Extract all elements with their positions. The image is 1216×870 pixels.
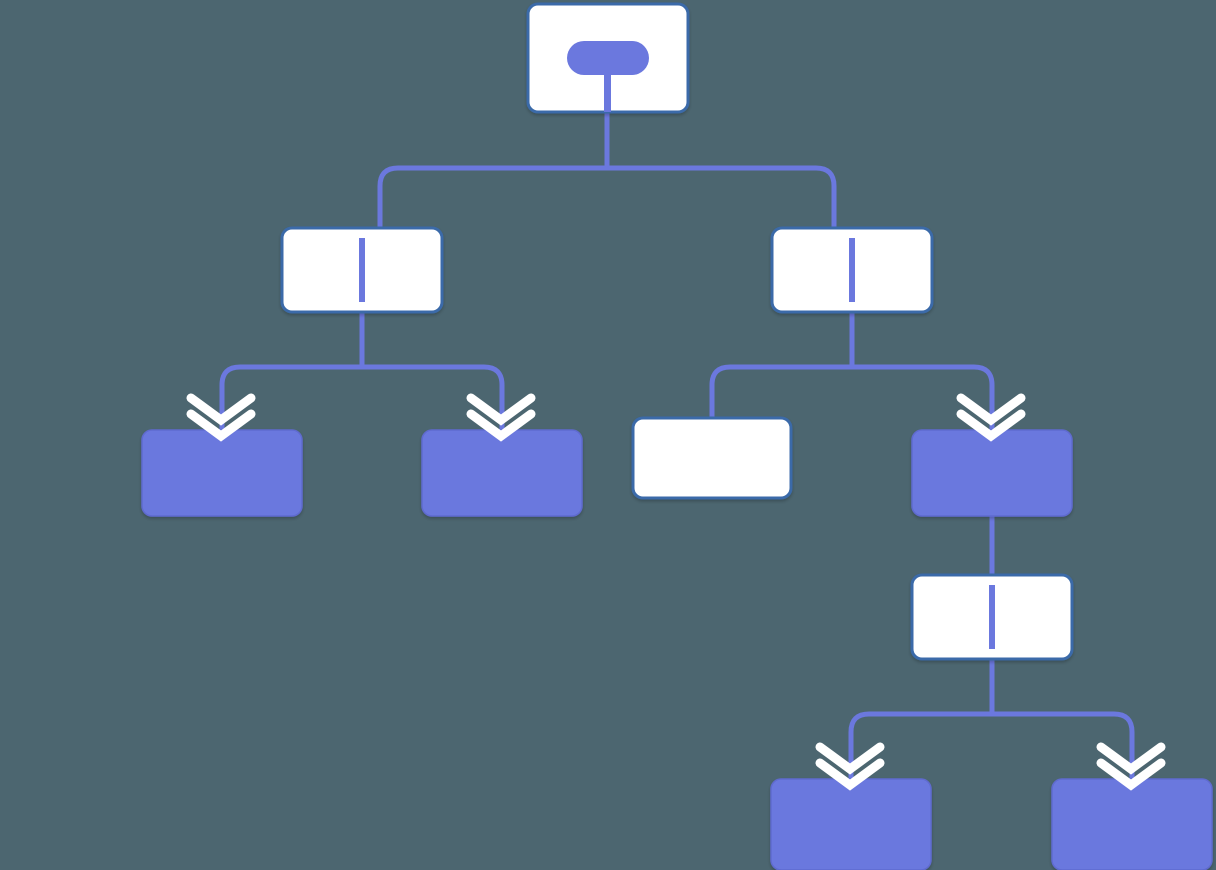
level1-left-node[interactable] — [280, 226, 444, 314]
double-chevron-down-icon — [1096, 742, 1166, 791]
chevron-lower-stroke — [186, 409, 256, 442]
root-pill-badge[interactable] — [567, 41, 649, 75]
chevron-upper-stroke — [815, 742, 885, 775]
level2-node-d[interactable] — [911, 429, 1073, 517]
root-node[interactable] — [526, 2, 690, 114]
level4-node-b[interactable] — [1051, 778, 1213, 870]
marker-layer — [186, 393, 1166, 791]
node-layer — [141, 2, 1213, 870]
level4-node-a-rect[interactable] — [770, 778, 932, 870]
double-chevron-down-icon — [956, 393, 1026, 442]
chevron-upper-stroke — [466, 393, 536, 426]
level2-node-c-rect[interactable] — [631, 416, 793, 500]
level1-right-node-passthrough-line — [849, 238, 855, 302]
chevron-lower-stroke — [1096, 758, 1166, 791]
level2-node-b[interactable] — [421, 429, 583, 517]
chevron-upper-stroke — [186, 393, 256, 426]
chevron-lower-stroke — [466, 409, 536, 442]
level1-left-node-passthrough-line — [359, 238, 365, 302]
connector-branch-level2-right — [709, 364, 995, 430]
connector-layer — [219, 112, 1135, 779]
level4-node-a[interactable] — [770, 778, 932, 870]
level2-node-c[interactable] — [631, 416, 793, 500]
level2-node-d-rect[interactable] — [911, 429, 1073, 517]
level3-node[interactable] — [910, 573, 1074, 661]
chevron-lower-stroke — [815, 758, 885, 791]
double-chevron-down-icon — [186, 393, 256, 442]
chevron-upper-stroke — [1096, 742, 1166, 775]
level1-right-node[interactable] — [770, 226, 934, 314]
double-chevron-down-icon — [466, 393, 536, 442]
level4-node-b-rect[interactable] — [1051, 778, 1213, 870]
chevron-upper-stroke — [956, 393, 1026, 426]
double-chevron-down-icon — [815, 742, 885, 791]
chevron-lower-stroke — [956, 409, 1026, 442]
connector-branch-level1 — [377, 165, 837, 228]
level3-node-passthrough-line — [989, 585, 995, 649]
connector-branch-level2-left — [219, 364, 505, 430]
level2-node-b-rect[interactable] — [421, 429, 583, 517]
connector-branch-level4 — [848, 711, 1135, 779]
root-pill-stem — [604, 70, 611, 112]
level2-node-a[interactable] — [141, 429, 303, 517]
level2-node-a-rect[interactable] — [141, 429, 303, 517]
